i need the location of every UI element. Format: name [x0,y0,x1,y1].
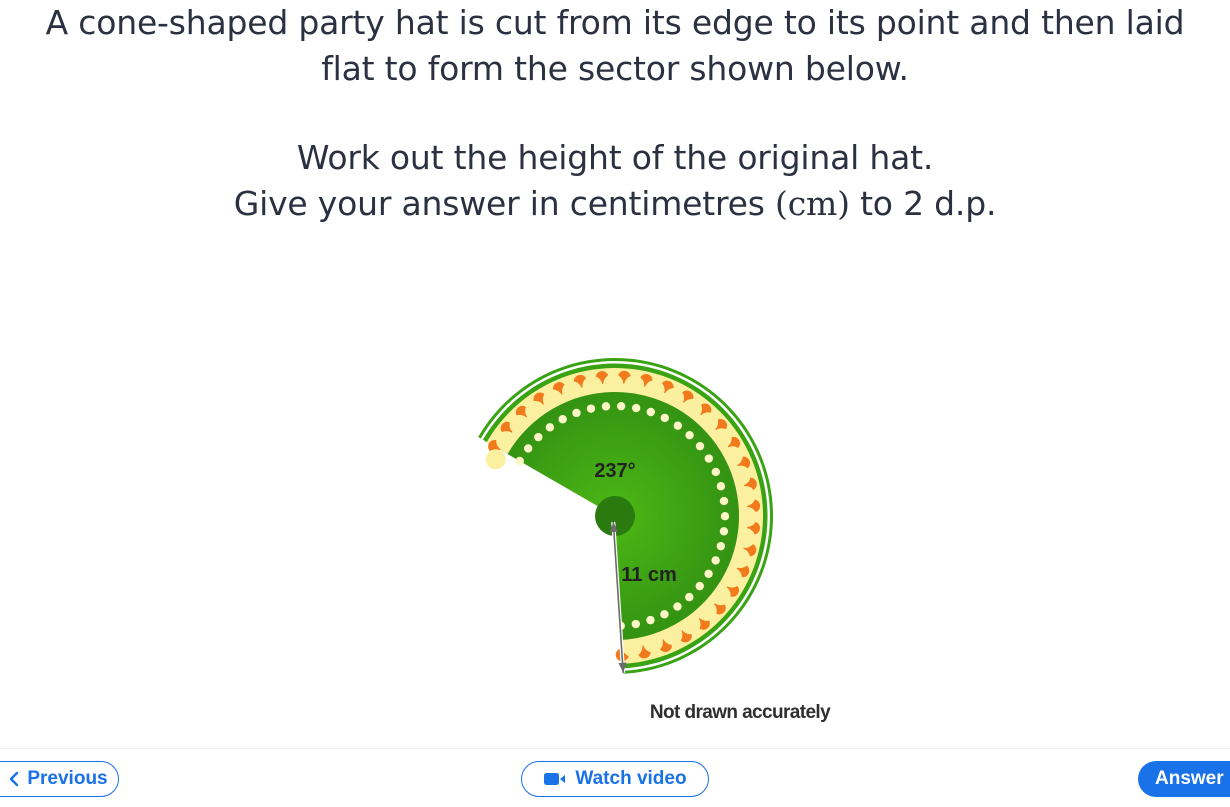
rim-scallop-cream [582,375,603,396]
sector-dot [695,581,704,591]
radius-label: 11 cm [621,564,677,586]
sector-dot [646,407,656,417]
rim-scallop-cream [496,431,517,452]
previous-label: Previous [27,768,108,789]
sector-dot [631,403,641,413]
sector-dot [673,602,682,611]
sector-dot [631,619,640,629]
angle-label: 237° [594,460,635,482]
question-line-3: Work out the height of the original hat. [296,138,934,177]
rim-scallop-cream [680,614,701,635]
sector-centre [595,496,635,536]
rim-scallop-cream [664,387,685,408]
sector-dot [558,415,567,424]
sector-dot [719,496,729,506]
sector-dot [660,413,669,423]
rim-scallop-cream [603,374,624,395]
question-text: A cone-shaped party hat is cut from its … [0,0,1230,227]
sector-dot [719,527,729,536]
sector-scallops [485,370,761,662]
sector-dot [572,408,581,418]
rim-scallop-cream [730,548,751,569]
rim-scallop-cream [711,428,732,449]
sector-dots [515,401,730,631]
sector-dot [524,444,533,453]
answer-button[interactable]: Answer [1138,761,1230,797]
question-line-2: flat to form the sector shown below. [321,49,909,88]
rim-scallop-cream [722,446,743,467]
rim-scallop-cream [644,380,665,401]
sector-dot [601,402,611,411]
sector-dot [685,430,694,440]
video-camera-icon [543,771,567,787]
rim-scallop-cream [525,400,546,421]
footer-divider [0,748,1230,749]
sector-svg: 237° 11 cm [478,357,774,674]
sector-dot [616,401,626,411]
previous-button[interactable]: Previous [0,761,119,797]
sector-dot [720,511,730,521]
answer-label: Answer [1155,768,1224,789]
radius-arrow-line [612,521,624,673]
rim-scallop-cream [698,412,719,433]
rim-scallop-cream [662,624,683,645]
sector-dot [704,569,713,578]
watch-video-button[interactable]: Watch video [521,761,709,797]
chevron-left-icon [9,771,19,787]
answer-precision: to 2 d.p. [849,184,997,223]
radius-arrowhead-end [618,662,627,673]
sector-dot [711,556,720,565]
rim-scallop-cream [721,567,742,588]
not-drawn-accurately-note: Not drawn accurately [649,702,831,723]
question-line-1: A cone-shaped party hat is cut from its … [45,3,1185,42]
rim-scallop-cream [730,465,751,486]
rim-scallop-cream [735,527,756,548]
rim-scallop-cream [642,632,663,653]
unit-cm: (cm) [775,184,850,223]
sector-dot [515,456,524,466]
sector-dot [685,592,694,602]
answer-instruction: Give your answer in centimetres [233,184,776,223]
sector-dot [704,454,713,463]
rim-scallop-cream [542,389,563,410]
rim-scallop-cream [509,414,530,435]
rim-scallop-cream [735,486,756,507]
question-line-4: Give your answer in centimetres (cm) to … [0,181,1230,227]
sector-dot [534,432,543,442]
sector-dot [545,423,555,432]
watch-video-label: Watch video [575,768,687,789]
sector-dot [695,441,705,451]
rim-scallop-cream [624,375,645,396]
sector-dot [711,467,720,477]
rim-scallop-cream [485,449,506,470]
rim-scallop-cream [696,600,717,621]
radius-arrowhead-start [609,521,618,533]
sector-dot [586,404,596,413]
rim-scallop-cream [682,398,703,419]
rim-scallop-cream [710,585,731,606]
sector-dot [716,541,725,551]
rim-scallop-cream [562,381,583,402]
sector-dot [646,615,655,625]
rim-scallop-cream [622,636,643,657]
sector-dot [716,482,726,491]
sector-dot [673,421,682,430]
rim-scallop-cream [737,506,757,527]
sector-diagram: 237° 11 cm [440,340,840,740]
sector-dot [660,610,669,619]
